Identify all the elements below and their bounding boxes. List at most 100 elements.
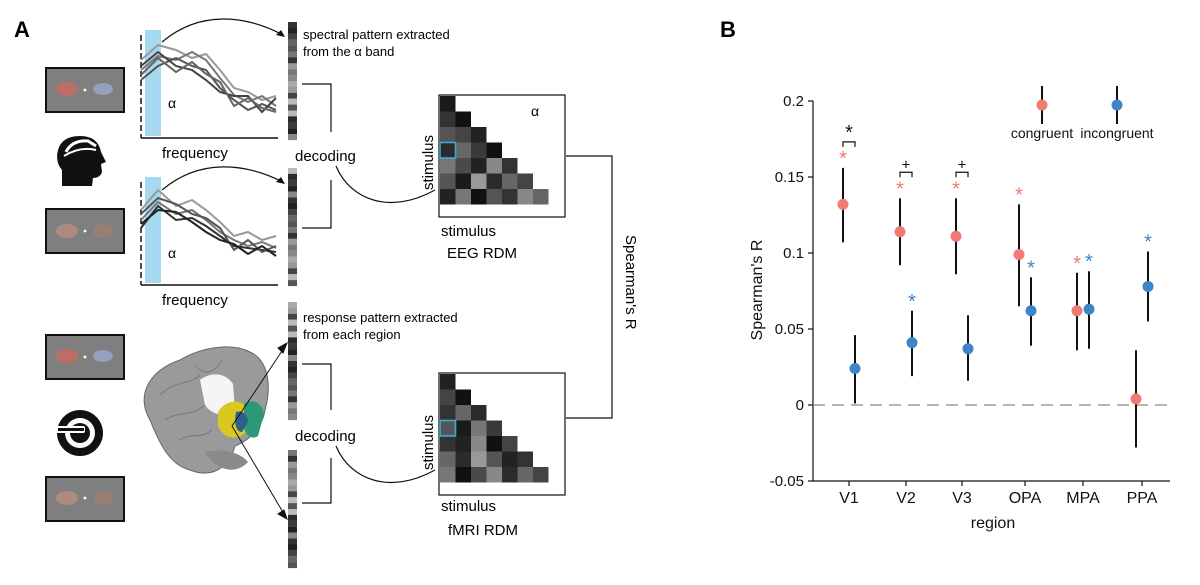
spectral-note-line2: from the α band — [303, 44, 394, 59]
data-point-congruent — [837, 198, 849, 210]
pattern-vector-cell — [288, 110, 297, 117]
significance-mark-incongruent: * — [1027, 257, 1035, 279]
pattern-vector-cell — [288, 390, 297, 397]
rdm-cell — [455, 436, 471, 452]
rdm-cell — [533, 467, 549, 483]
rdm-cell — [486, 467, 502, 483]
pair-comparison-bracket — [842, 141, 856, 147]
rdm-cell — [440, 374, 456, 390]
decoding-arrow-eeg — [335, 165, 436, 204]
y-tick-label: 0 — [796, 397, 804, 414]
decoding-label-fmri: decoding — [295, 428, 356, 445]
spectrum-plot-congruent: α frequency — [140, 18, 285, 162]
x-tick-label: OPA — [1009, 490, 1042, 507]
pattern-vector-cell — [288, 51, 297, 58]
rdm-cell — [486, 189, 502, 205]
stimulus-image-eeg-incongruent — [45, 208, 125, 254]
pattern-vector-cell — [288, 33, 297, 40]
pattern-vector-cell — [288, 461, 297, 468]
pattern-vector-cell — [288, 57, 297, 64]
data-point-congruent — [1071, 305, 1083, 317]
rdm-cell — [502, 189, 518, 205]
pattern-vector-cell — [288, 337, 297, 344]
rdm-highlight-cell — [439, 141, 457, 159]
rdm-cell — [440, 96, 456, 112]
rdm-cell — [486, 158, 502, 174]
rdm-cell — [440, 405, 456, 421]
rdm-cell — [440, 142, 456, 158]
rdm-cell — [455, 420, 471, 436]
pattern-vector-cell — [288, 86, 297, 93]
pattern-vector-cell — [288, 232, 297, 239]
rdm-frame — [438, 94, 566, 218]
rdm-cell — [502, 436, 518, 452]
rdm-cell — [455, 158, 471, 174]
pair-comparison-bracket — [955, 171, 969, 178]
significance-mark-congruent: * — [952, 178, 960, 200]
pattern-vector-cell — [288, 92, 297, 99]
data-point-incongruent — [1025, 305, 1037, 317]
rdm-cell — [455, 467, 471, 483]
pattern-vector-cell — [288, 372, 297, 379]
pattern-vector-cell — [288, 556, 297, 563]
rdm-cell — [517, 189, 533, 205]
fmri-rdm-title: fMRI RDM — [448, 522, 518, 539]
pattern-vector-cell — [288, 134, 297, 141]
pattern-vector-cell — [288, 238, 297, 245]
pattern-vector-cell — [288, 69, 297, 76]
x-axis-label: region — [971, 515, 1015, 532]
pattern-vector-cell — [288, 355, 297, 362]
alpha-label-2: α — [168, 245, 176, 261]
rdm-cell — [486, 436, 502, 452]
pattern-vector-cell — [288, 491, 297, 498]
pattern-vector-cell — [288, 203, 297, 210]
pattern-vector-cell — [288, 268, 297, 275]
rdm-cell — [486, 173, 502, 189]
pattern-vector-cell — [288, 274, 297, 281]
rdm-cell — [455, 111, 471, 127]
rdm-cell — [517, 467, 533, 483]
pattern-vector-cell — [288, 209, 297, 216]
panel-a-label: A — [14, 17, 30, 42]
pattern-vector-cell — [288, 27, 297, 34]
fmri-rdm-matrix — [438, 372, 566, 496]
panel-a-diagram: A — [14, 17, 639, 569]
x-tick-label: PPA — [1127, 490, 1158, 507]
pattern-vector-cell — [288, 185, 297, 192]
pattern-vector-cell — [288, 244, 297, 251]
data-point-incongruent — [906, 337, 918, 349]
pattern-vector-cell — [288, 343, 297, 350]
pattern-vector-cell — [288, 450, 297, 456]
rdm-cell — [502, 451, 518, 467]
significance-mark-incongruent: * — [1085, 251, 1093, 273]
y-axis-label: Spearman's R — [749, 240, 766, 341]
pattern-vector-cell — [288, 331, 297, 338]
legend-label-congruent: congruent — [1011, 125, 1073, 141]
pattern-vector-cell — [288, 378, 297, 385]
pattern-vector-cell — [288, 221, 297, 228]
rdm-cell — [440, 127, 456, 143]
rdm-cell — [440, 189, 456, 205]
pair-comparison-bracket — [899, 171, 913, 178]
pattern-vector-cell — [288, 361, 297, 367]
pattern-vector-cell — [288, 497, 297, 504]
pattern-vector-cell — [288, 122, 297, 129]
rdm-cell — [471, 173, 487, 189]
pattern-vector-cell — [288, 349, 297, 356]
pair-comparison-mark: + — [902, 156, 911, 173]
decoding-arrow-fmri — [335, 445, 436, 484]
rdm-cell — [455, 405, 471, 421]
eeg-rdm-x-label: stimulus — [441, 223, 496, 240]
frequency-label-1: frequency — [162, 145, 228, 162]
eeg-rdm-title: EEG RDM — [447, 245, 517, 262]
pattern-vector-cell — [288, 509, 297, 515]
alpha-label-1: α — [168, 95, 176, 111]
pattern-vector-cell — [288, 63, 297, 70]
rdm-cell — [517, 173, 533, 189]
rdm-cell — [502, 158, 518, 174]
pattern-vector-cell — [288, 179, 297, 186]
rdm-cell — [440, 111, 456, 127]
data-point-congruent — [950, 230, 962, 242]
pattern-vector-cell — [288, 280, 297, 287]
